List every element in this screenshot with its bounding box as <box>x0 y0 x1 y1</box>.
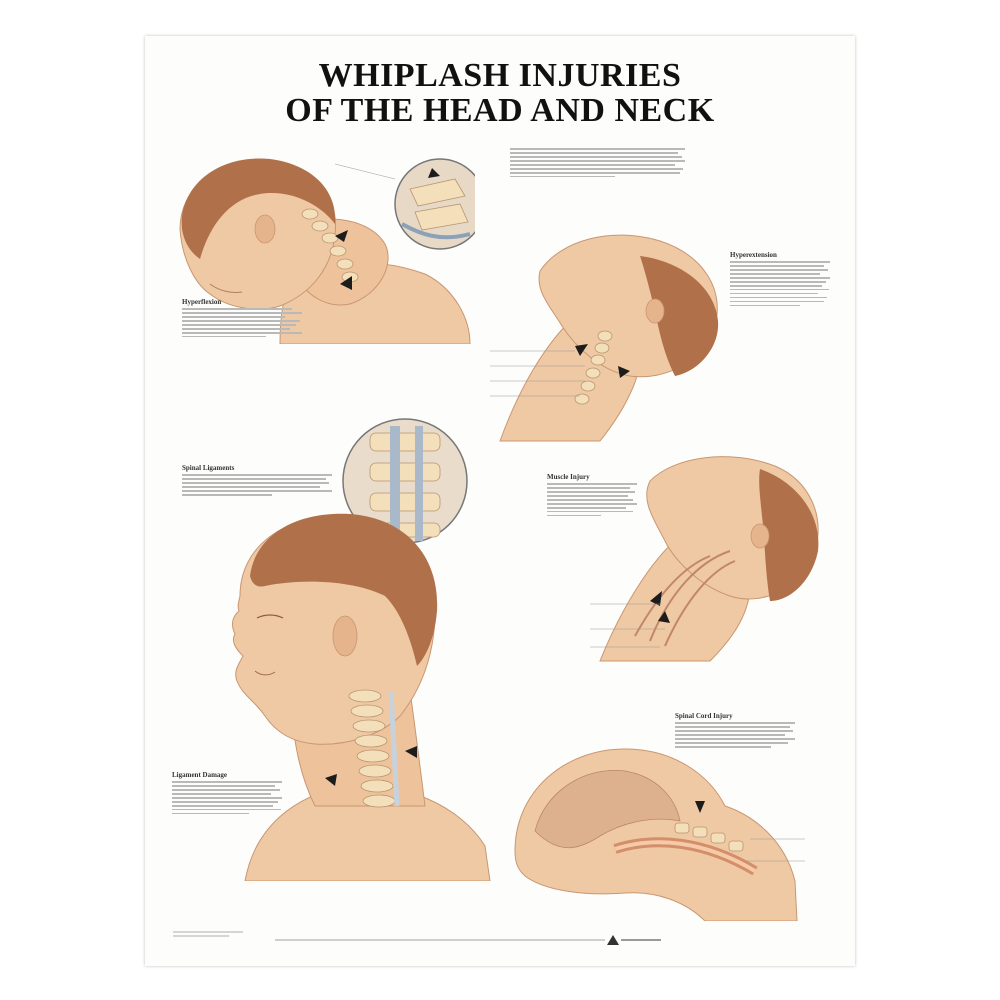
hyperextension-illustration <box>490 234 719 442</box>
poster-title-line1: WHIPLASH INJURIES <box>318 57 682 94</box>
poster-sheet: WHIPLASH INJURIES OF THE HEAD AND NECK <box>145 36 855 966</box>
ligament-damage-caption-text <box>172 781 282 817</box>
publisher-logo-text <box>621 939 661 943</box>
muscle-injury-caption-title: Muscle Injury <box>547 473 590 481</box>
footer-copyright <box>275 939 605 943</box>
muscle-injury-caption-text <box>547 483 637 519</box>
ligament-damage-caption-title: Ligament Damage <box>172 771 228 779</box>
spinal-cord-injury-caption-text <box>675 722 795 750</box>
hyperflexion-illustration <box>179 158 475 344</box>
spinal-cord-injury-caption-title: Spinal Cord Injury <box>675 712 733 720</box>
hyperflexion-caption-title: Hyperflexion <box>182 298 222 306</box>
footer-left-code <box>173 931 243 939</box>
spinal-ligaments-caption-title: Spinal Ligaments <box>182 464 235 472</box>
hyperextension-caption-title: Hyperextension <box>730 251 777 259</box>
hyperextension-caption-text <box>730 261 830 309</box>
spinal-ligaments-closeup <box>342 418 468 544</box>
hyperflexion-caption-text <box>182 308 302 340</box>
ligament-damage-illustration <box>231 513 491 881</box>
intro-paragraph <box>510 148 685 180</box>
spinal-cord-injury-illustration <box>514 748 805 921</box>
muscle-injury-illustration <box>590 456 819 662</box>
publisher-logo-icon <box>607 935 619 945</box>
poster-title-line2: OF THE HEAD AND NECK <box>285 92 715 129</box>
spinal-ligaments-caption-text <box>182 474 332 498</box>
